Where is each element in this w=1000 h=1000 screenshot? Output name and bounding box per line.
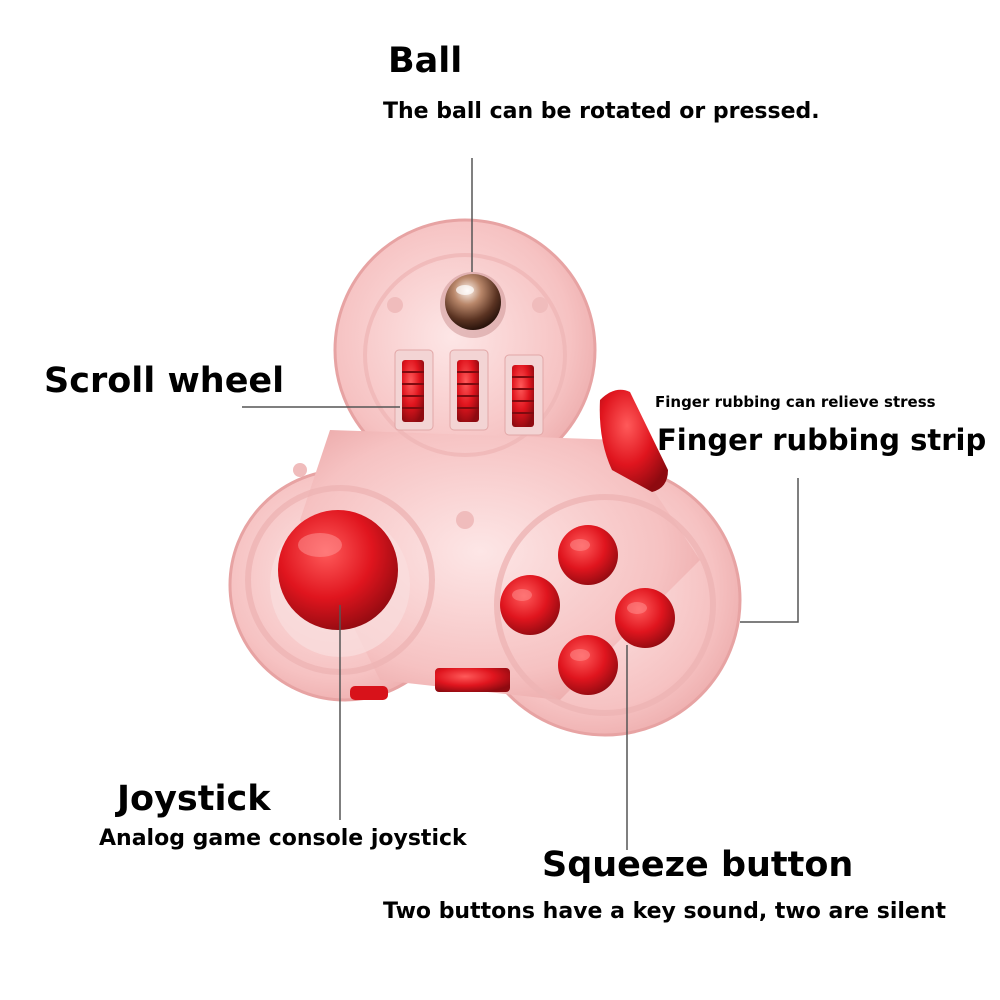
joystick-description: Analog game console joystick <box>99 826 467 851</box>
joystick-icon <box>270 510 410 700</box>
joystick-title: Joystick <box>117 779 271 819</box>
finger-strip-description: Finger rubbing can relieve stress <box>655 393 936 411</box>
squeeze-button-title: Squeeze button <box>542 845 854 885</box>
scroll-wheel-icon <box>394 349 544 436</box>
ball-title: Ball <box>388 41 463 81</box>
ball-icon <box>440 272 506 338</box>
scroll-wheel-title: Scroll wheel <box>44 361 285 401</box>
squeeze-buttons-icon <box>435 525 675 695</box>
ball-description: The ball can be rotated or pressed. <box>383 99 820 124</box>
finger-strip-icon <box>599 389 668 492</box>
finger-strip-title: Finger rubbing strip <box>657 423 987 457</box>
squeeze-button-description: Two buttons have a key sound, two are si… <box>383 899 947 924</box>
leader-lines <box>242 158 799 850</box>
